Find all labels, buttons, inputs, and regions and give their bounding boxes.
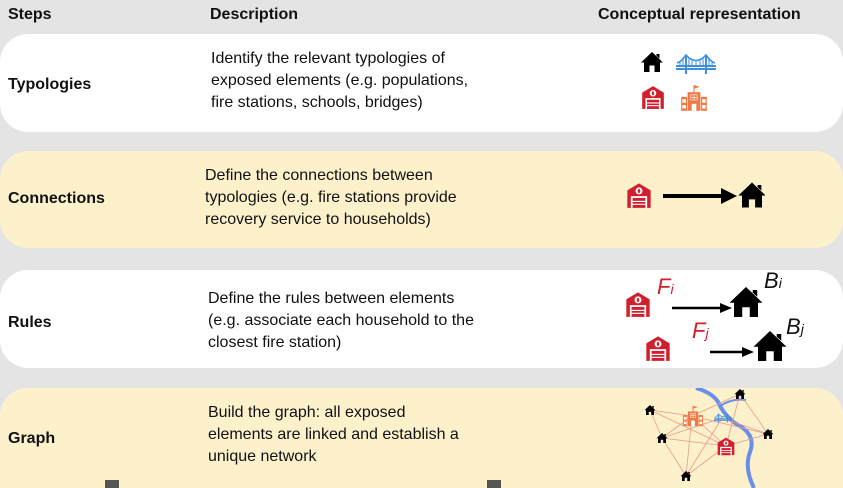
- household-label: Bi: [764, 268, 782, 293]
- slide-marker: [105, 480, 119, 488]
- step-description: Build the graph: all exposed elements ar…: [208, 404, 459, 465]
- house-icon: [753, 331, 787, 361]
- household-label: Bj: [786, 314, 804, 339]
- row-connections: Connections Define the connections betwe…: [0, 151, 843, 248]
- row-typologies: Typologies Identify the relevant typolog…: [0, 34, 843, 132]
- row-rules: Rules Define the rules between elements …: [0, 268, 843, 368]
- fire-station-icon: [626, 292, 650, 317]
- house-icon: [644, 405, 656, 415]
- step-description: Define the rules between elements (e.g. …: [208, 290, 474, 351]
- arrow-icon: [672, 303, 732, 313]
- river-icon: [695, 388, 756, 488]
- fire-station-icon: [627, 183, 651, 208]
- school-icon: [681, 85, 707, 111]
- concept-header: Conceptual representation: [598, 6, 801, 23]
- house-icon: [738, 182, 765, 208]
- house-icon: [680, 471, 692, 481]
- network-graph: [644, 388, 774, 488]
- slide-marker: [487, 480, 501, 488]
- fire-station-icon: [642, 86, 664, 109]
- step-label: Connections: [8, 190, 105, 207]
- row-graph: Graph Build the graph: all exposed eleme…: [0, 388, 843, 488]
- house-icon: [762, 429, 774, 439]
- house-icon: [656, 433, 668, 443]
- bridge-icon: [676, 54, 716, 75]
- steps-header: Steps: [8, 6, 52, 23]
- arrow-head: [721, 188, 737, 204]
- fire-station-icon: [717, 437, 735, 456]
- step-label: Rules: [8, 314, 52, 331]
- step-description: Define the connections between typologie…: [205, 167, 457, 228]
- fire-station-icon: [646, 336, 670, 361]
- arrow-icon: [710, 347, 754, 357]
- step-description: Identify the relevant typologies of expo…: [211, 50, 469, 111]
- fire-station-label: Fj: [692, 318, 709, 343]
- house-icon: [734, 389, 746, 399]
- step-label: Typologies: [8, 76, 92, 93]
- description-header: Description: [210, 6, 299, 23]
- house-icon: [729, 287, 763, 317]
- connection-figure: [627, 182, 765, 208]
- step-label: Graph: [8, 430, 56, 447]
- school-icon: [682, 405, 704, 427]
- fire-station-label: Fi: [657, 274, 674, 299]
